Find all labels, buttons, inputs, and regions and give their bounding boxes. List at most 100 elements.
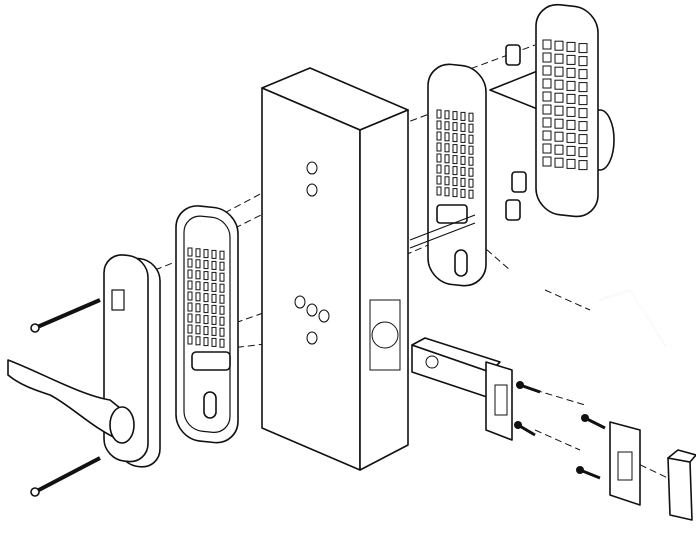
grid-slot — [578, 160, 588, 171]
screw — [30, 456, 101, 497]
grid-slot — [542, 104, 552, 115]
grid-slot — [452, 133, 458, 143]
outside-gasket — [175, 205, 239, 444]
screw — [30, 298, 101, 333]
grid-slot — [452, 122, 458, 132]
grid-slot — [436, 142, 442, 152]
grid-slot — [542, 143, 552, 154]
grid-slot — [219, 294, 225, 304]
grid-slot — [554, 79, 564, 90]
grid-slot — [460, 144, 466, 154]
grid-slot — [460, 155, 466, 165]
latch — [411, 337, 513, 441]
grid-slot — [195, 270, 201, 280]
grid-slot — [211, 315, 217, 325]
grid-slot — [211, 326, 217, 336]
grid-slot — [187, 291, 193, 301]
grid-slot — [203, 315, 209, 325]
hex-key — [599, 289, 666, 346]
grid-slot — [452, 144, 458, 154]
grid-slot — [452, 155, 458, 165]
grid-slot — [219, 283, 225, 293]
grid-slot — [195, 281, 201, 291]
grid-slot — [542, 130, 552, 141]
grid-slot — [460, 166, 466, 176]
grid-slot — [187, 258, 193, 268]
grid-slot — [468, 156, 474, 166]
grid-slot — [219, 327, 225, 337]
grid-slot — [203, 293, 209, 303]
grid-slot — [211, 260, 217, 270]
grid-slot — [195, 248, 201, 258]
grid-slot — [219, 305, 225, 315]
grid-slot — [542, 117, 552, 128]
grid-slot — [460, 122, 466, 132]
grid-slot — [468, 189, 474, 199]
grid-slot — [452, 177, 458, 187]
grid-slot — [195, 259, 201, 269]
grid-slot — [187, 302, 193, 312]
grid-slot — [468, 112, 474, 122]
grid-slot — [468, 178, 474, 188]
grid-slot — [187, 247, 193, 257]
grid-slot — [578, 147, 588, 158]
screw — [516, 381, 541, 394]
grid-slot — [187, 280, 193, 290]
grid-slot — [444, 110, 450, 120]
grid-slot — [211, 304, 217, 314]
grid-slot — [554, 40, 564, 51]
gasket-grid — [187, 247, 225, 348]
grid-slot — [219, 250, 225, 260]
grid-slot — [452, 166, 458, 176]
grid-slot — [468, 145, 474, 155]
grid-slot — [578, 134, 588, 145]
grid-slot — [211, 282, 217, 292]
grid-slot — [195, 292, 201, 302]
screws — [30, 298, 606, 497]
grid-slot — [578, 82, 588, 93]
grid-slot — [436, 109, 442, 119]
grid-slot — [554, 92, 564, 103]
screw — [576, 466, 601, 480]
grid-slot — [195, 303, 201, 313]
gasket-grid — [436, 109, 474, 199]
grid-slot — [219, 316, 225, 326]
grid-slot — [444, 187, 450, 197]
keypad-unit — [489, 3, 615, 221]
grid-slot — [468, 134, 474, 144]
grid-slot — [444, 132, 450, 142]
grid-slot — [203, 326, 209, 336]
grid-slot — [566, 54, 576, 65]
grid-slot — [203, 304, 209, 314]
grid-slot — [187, 313, 193, 323]
grid-slot — [542, 65, 552, 76]
grid-slot — [566, 67, 576, 78]
keypad-buttons — [542, 39, 588, 171]
grid-slot — [566, 145, 576, 156]
grid-slot — [578, 43, 588, 54]
screw — [581, 414, 606, 430]
door — [261, 67, 409, 471]
grid-slot — [542, 39, 552, 50]
grid-slot — [444, 143, 450, 153]
grid-slot — [211, 271, 217, 281]
grid-slot — [554, 118, 564, 129]
grid-slot — [195, 336, 201, 346]
door-holes — [294, 161, 330, 345]
grid-slot — [554, 131, 564, 142]
grid-slot — [436, 175, 442, 185]
grid-slot — [554, 66, 564, 77]
grid-slot — [219, 272, 225, 282]
grid-slot — [566, 41, 576, 52]
grid-slot — [444, 121, 450, 131]
grid-slot — [468, 123, 474, 133]
grid-slot — [542, 156, 552, 167]
grid-slot — [542, 78, 552, 89]
grid-slot — [554, 53, 564, 64]
grid-slot — [203, 271, 209, 281]
grid-slot — [566, 132, 576, 143]
grid-slot — [578, 69, 588, 80]
outside-handle-plate — [7, 254, 161, 468]
grid-slot — [444, 165, 450, 175]
